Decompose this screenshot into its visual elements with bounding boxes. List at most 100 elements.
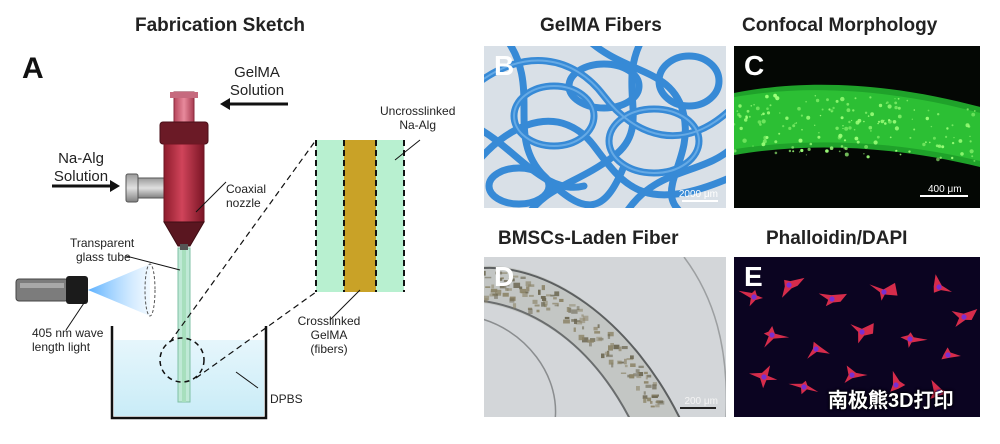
confocal-dot <box>846 102 850 106</box>
dapi-nucleus <box>769 332 775 338</box>
confocal-dot <box>843 146 846 150</box>
confocal-dot <box>894 105 898 110</box>
cell-cluster <box>630 355 634 359</box>
confocal-dot <box>925 141 927 144</box>
cell-cluster <box>554 291 560 297</box>
cell-cluster <box>495 293 502 296</box>
confocal-dot <box>814 95 816 97</box>
naalg-arrow <box>52 180 120 192</box>
confocal-dot <box>908 150 911 153</box>
cell-cluster <box>546 294 552 297</box>
dapi-nucleus <box>761 374 767 380</box>
confocal-dot <box>857 118 862 123</box>
cell-cluster <box>645 375 648 380</box>
dapi-nucleus <box>893 382 899 388</box>
cell-cluster <box>503 283 510 287</box>
confocal-dot <box>805 100 807 103</box>
confocal-dot <box>867 115 870 117</box>
confocal-dot <box>838 150 841 153</box>
confocal-dot <box>842 125 844 127</box>
cell-cluster <box>513 282 521 288</box>
confocal-dot <box>951 141 955 145</box>
confocal-dot <box>840 96 845 102</box>
cell-cluster <box>604 351 610 356</box>
uncrosslinked-label: Uncrosslinked Na-Alg <box>380 104 456 132</box>
cell-cluster <box>541 285 545 291</box>
confocal-dot <box>864 145 868 149</box>
confocal-dot <box>795 122 798 124</box>
confocal-dot <box>819 114 822 117</box>
cell-cluster <box>601 353 605 359</box>
phalloidin-cell <box>763 326 790 348</box>
cell-cluster <box>564 316 570 320</box>
cell-cluster <box>621 346 628 350</box>
cell-cluster <box>594 331 601 334</box>
crosslinked-label: Crosslinked GelMA (fibers) <box>297 314 361 356</box>
cell-cluster <box>528 284 535 287</box>
panel-d-scale: 200 μm <box>684 396 718 407</box>
confocal-dot <box>892 120 897 124</box>
panel-b-scale: 2000 μm <box>678 189 718 200</box>
cell-cluster <box>647 374 652 378</box>
confocal-dot <box>951 156 954 160</box>
confocal-dot <box>765 136 769 139</box>
confocal-dot <box>775 96 780 101</box>
confocal-dot <box>840 116 844 120</box>
confocal-dot <box>814 124 816 127</box>
cell-cluster <box>495 271 503 275</box>
coaxial-nozzle-label: Coaxial nozzle <box>226 182 267 210</box>
confocal-dot <box>779 112 781 114</box>
confocal-dot <box>815 98 820 103</box>
cell-cluster <box>540 296 546 299</box>
dapi-nucleus <box>849 372 855 378</box>
cell-cluster <box>606 354 613 358</box>
confocal-dot <box>913 109 916 111</box>
cell-cluster <box>613 344 620 350</box>
confocal-dot <box>854 97 857 100</box>
panel-b-label: B <box>494 50 515 81</box>
confocal-dot <box>760 114 763 116</box>
panel-e-image: E <box>734 257 980 417</box>
confocal-dot <box>799 151 801 153</box>
confocal-dot <box>766 107 769 110</box>
confocal-dot <box>800 114 803 117</box>
cell-cluster <box>578 334 585 341</box>
cell-cluster <box>511 275 519 278</box>
glass-tube-label: Transparent glass tube <box>70 236 135 264</box>
confocal-dot <box>906 99 909 102</box>
cell-cluster <box>484 295 490 301</box>
confocal-dot <box>800 148 804 153</box>
cell-cluster <box>484 298 488 303</box>
panel-c-scale: 400 μm <box>928 184 962 195</box>
fabrication-sketch <box>15 91 421 420</box>
confocal-dot <box>792 150 795 153</box>
cell-cluster <box>643 391 646 395</box>
glass-tube <box>177 247 191 403</box>
cell-cluster <box>519 286 523 290</box>
confocal-dot <box>797 106 801 111</box>
cell-cluster <box>650 405 655 408</box>
dapi-nucleus <box>751 294 757 300</box>
confocal-dot <box>877 120 881 123</box>
cell-cluster <box>522 293 528 297</box>
confocal-dot <box>753 103 755 106</box>
cell-cluster <box>581 314 584 317</box>
phalloidin-cell <box>900 332 928 348</box>
confocal-dot <box>887 104 892 109</box>
cell-cluster <box>608 345 613 351</box>
dapi-nucleus <box>907 336 913 342</box>
confocal-dot <box>932 136 936 140</box>
coaxial-nozzle <box>125 91 209 250</box>
cell-cluster <box>508 278 515 282</box>
confocal-dot <box>830 109 834 113</box>
cell-cluster <box>503 280 510 282</box>
confocal-dot <box>835 126 839 130</box>
confocal-dot <box>878 103 883 108</box>
cell-cluster <box>520 276 526 279</box>
confocal-dot <box>755 106 760 111</box>
panel-e-title: Phalloidin/DAPI <box>766 228 908 249</box>
panel-c-title: Confocal Morphology <box>742 15 938 36</box>
confocal-dot <box>877 122 879 125</box>
gelma-arrow <box>220 98 288 110</box>
cell-cluster <box>542 297 547 301</box>
